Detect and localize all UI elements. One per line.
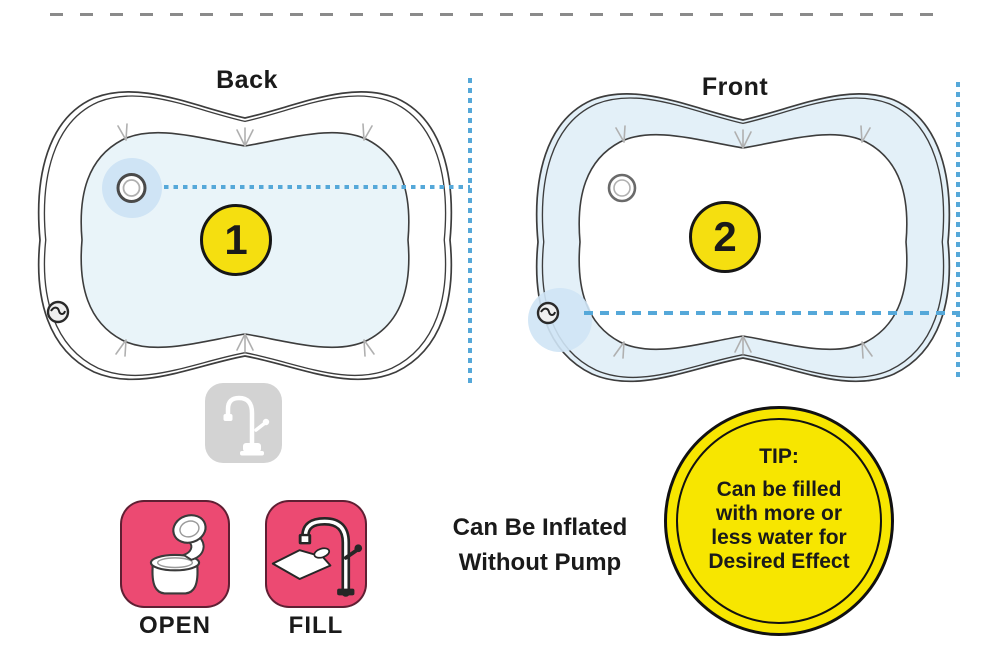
air-valve-icon (102, 158, 162, 218)
inflate-note-line2: Without Pump (458, 549, 622, 576)
tip-inner-ring (676, 418, 882, 624)
valve-alignment-line-front (584, 311, 960, 315)
water-valve-icon (528, 288, 592, 352)
inflate-note: Can Be Inflated Without Pump (415, 510, 665, 580)
tip-line: with more or (715, 502, 842, 525)
step-number-badge-front: 2 (689, 201, 761, 273)
front-mat-label: Front (701, 73, 769, 101)
badge-number: 1 (224, 216, 248, 263)
tip-line: Desired Effect (708, 550, 850, 573)
water-valve-icon (46, 300, 70, 324)
tip-line: less water for (711, 526, 847, 549)
valve-alignment-line-back (164, 185, 470, 189)
open-step-label: OPEN (138, 612, 211, 639)
air-valve-icon (607, 173, 637, 203)
back-mat-label: Back (216, 66, 278, 94)
fill-from-faucet-icon (271, 517, 363, 597)
open-step-box (120, 500, 230, 608)
tip-text: TIP: Can be filled with more or less wat… (667, 445, 891, 574)
crease-marks (613, 125, 873, 359)
faucet-icon-box (205, 383, 282, 463)
fill-step-label: FILL (288, 612, 344, 639)
tip-bubble: TIP: Can be filled with more or less wat… (664, 406, 894, 636)
fill-step-box (265, 500, 367, 608)
step-number-badge-back: 1 (200, 204, 272, 276)
inflate-note-line1: Can Be Inflated (452, 514, 628, 541)
faucet-icon (223, 395, 270, 456)
fold-line-center (468, 78, 472, 386)
fold-line-right (956, 82, 960, 380)
tip-title: TIP: (759, 445, 799, 468)
badge-number: 2 (713, 213, 737, 260)
crease-marks (115, 123, 375, 357)
tip-line: Can be filled (716, 478, 842, 501)
open-valve-icon (149, 514, 207, 595)
top-dashed-divider (50, 13, 948, 16)
